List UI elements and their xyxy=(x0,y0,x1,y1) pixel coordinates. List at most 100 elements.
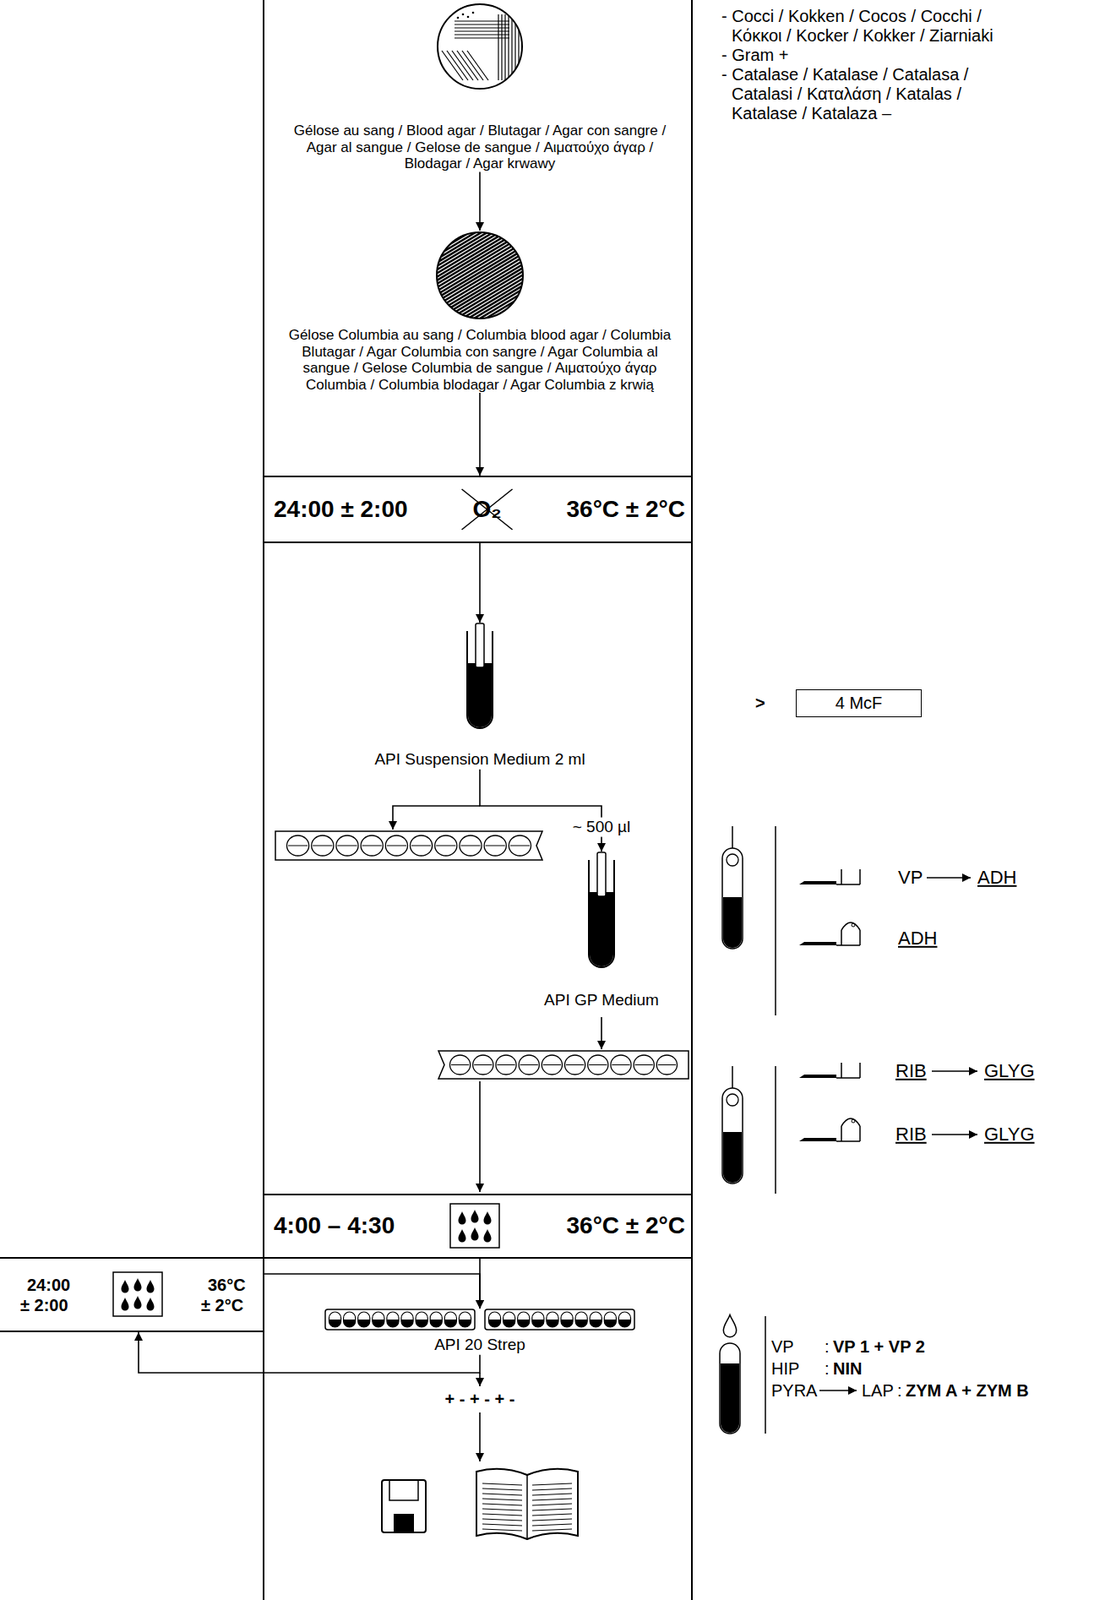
colony xyxy=(462,13,465,17)
book-line xyxy=(532,1524,572,1526)
cupule xyxy=(311,835,334,856)
growth-streak xyxy=(454,30,510,32)
cupule-line xyxy=(473,1064,492,1066)
cupule-base xyxy=(799,1137,837,1142)
humid-chamber-icon xyxy=(113,1272,163,1317)
cupule-line xyxy=(658,1064,676,1066)
tube-label: API Suspension Medium 2 ml xyxy=(344,750,616,770)
cupule-line xyxy=(435,845,456,847)
drop xyxy=(484,1229,492,1243)
cupule xyxy=(656,1055,677,1075)
growth-streak xyxy=(454,27,510,28)
suspension-tube: API Suspension Medium 2 ml xyxy=(344,622,616,770)
growth-streak xyxy=(441,230,615,321)
reagent-label: VP xyxy=(898,866,923,889)
cupule-line xyxy=(337,845,357,847)
cupule-icon xyxy=(836,1126,861,1142)
pipette xyxy=(731,1066,734,1089)
drop xyxy=(146,1279,155,1294)
incubation-text: O₂ xyxy=(472,495,501,523)
incubation-band: 24:00 ± 2:00O₂36°C ± 2°C xyxy=(263,475,692,544)
growth-streak xyxy=(467,50,489,81)
cupule-line xyxy=(460,845,480,847)
cupule-line xyxy=(635,1064,654,1066)
growth-streak xyxy=(517,14,519,81)
turbidity-value: 4 McF xyxy=(806,692,911,714)
pipette xyxy=(475,623,485,668)
incubation-text: 36°C ± 2°C xyxy=(201,1274,257,1316)
tube-icon xyxy=(722,1088,743,1184)
cupule-line xyxy=(312,845,333,847)
book-line xyxy=(482,1493,523,1496)
cupule xyxy=(633,1055,654,1075)
group-divider xyxy=(764,1316,767,1434)
cupule-base xyxy=(799,1074,837,1078)
flow-arrow xyxy=(263,1273,480,1309)
cupule-line xyxy=(451,1064,469,1066)
flow-arrow xyxy=(479,1372,481,1387)
cupule xyxy=(415,1311,428,1328)
group-divider xyxy=(774,826,777,1016)
book-line xyxy=(482,1518,523,1521)
medium-caption: Gélose Columbia au sang / Columbia blood… xyxy=(277,326,683,393)
growth-streak xyxy=(512,230,683,321)
growth-streak xyxy=(500,230,674,321)
reagent-label: GLYG xyxy=(984,1060,1035,1083)
cupule xyxy=(546,1311,559,1328)
plate-growth xyxy=(277,230,683,321)
plate-rim xyxy=(437,4,523,89)
cupule xyxy=(560,1311,573,1328)
tube-icon xyxy=(722,848,743,949)
cupule-icon xyxy=(836,1062,861,1078)
plate-rim xyxy=(436,232,523,319)
book-line xyxy=(482,1483,523,1486)
cupule-base xyxy=(799,941,837,946)
cupule-line xyxy=(362,845,382,847)
suspension-liquid xyxy=(468,663,492,728)
plate-picture xyxy=(277,2,683,91)
test-strip xyxy=(275,831,543,861)
cupule xyxy=(401,1311,414,1328)
drop xyxy=(121,1297,130,1312)
strep-picture xyxy=(324,1308,636,1331)
turbidity-box: 4 McF xyxy=(795,689,922,718)
book-line xyxy=(482,1498,523,1501)
identification-note: - Cocci / Kokken / Cocos / Cocchi / Κόκκ… xyxy=(731,6,1020,46)
split-arrow xyxy=(392,805,480,830)
incubation-text: 24:00 ± 2:00 xyxy=(273,495,409,523)
tube-bead xyxy=(726,854,739,866)
culture-plate: Gélose Columbia au sang / Columbia blood… xyxy=(277,230,683,393)
group-divider xyxy=(774,1066,777,1194)
growth-streak xyxy=(500,14,502,81)
reagent-label: ADH xyxy=(898,927,937,950)
floppy-label xyxy=(389,1480,419,1501)
cupule xyxy=(372,1311,385,1328)
cupule-base xyxy=(799,881,837,885)
cupule xyxy=(386,1311,399,1328)
growth-streak xyxy=(447,230,621,321)
growth-streak xyxy=(454,23,510,25)
cupule xyxy=(518,1055,539,1075)
reagent-label: HIP xyxy=(771,1358,800,1379)
reagent-label: ADH xyxy=(977,866,1017,889)
growth-streak xyxy=(288,230,461,321)
no-oxygen-cross xyxy=(462,489,513,530)
column-rule xyxy=(262,0,265,1600)
medium-caption: Gélose au sang / Blood agar / Blutagar /… xyxy=(277,122,683,173)
cupule-line xyxy=(386,845,407,847)
book-line xyxy=(482,1529,523,1531)
reading-arrow xyxy=(931,1133,978,1136)
cupule xyxy=(343,1311,356,1328)
suspension-liquid xyxy=(589,892,614,967)
book-line xyxy=(532,1508,572,1511)
cupule xyxy=(618,1311,631,1328)
cupule xyxy=(508,835,531,856)
strip-name: API 20 Strep xyxy=(324,1335,636,1356)
drop xyxy=(458,1211,467,1225)
tube-icon xyxy=(719,1343,741,1434)
cupule-line xyxy=(288,845,308,847)
flow-arrow xyxy=(479,172,481,232)
growth-streak xyxy=(518,230,683,321)
